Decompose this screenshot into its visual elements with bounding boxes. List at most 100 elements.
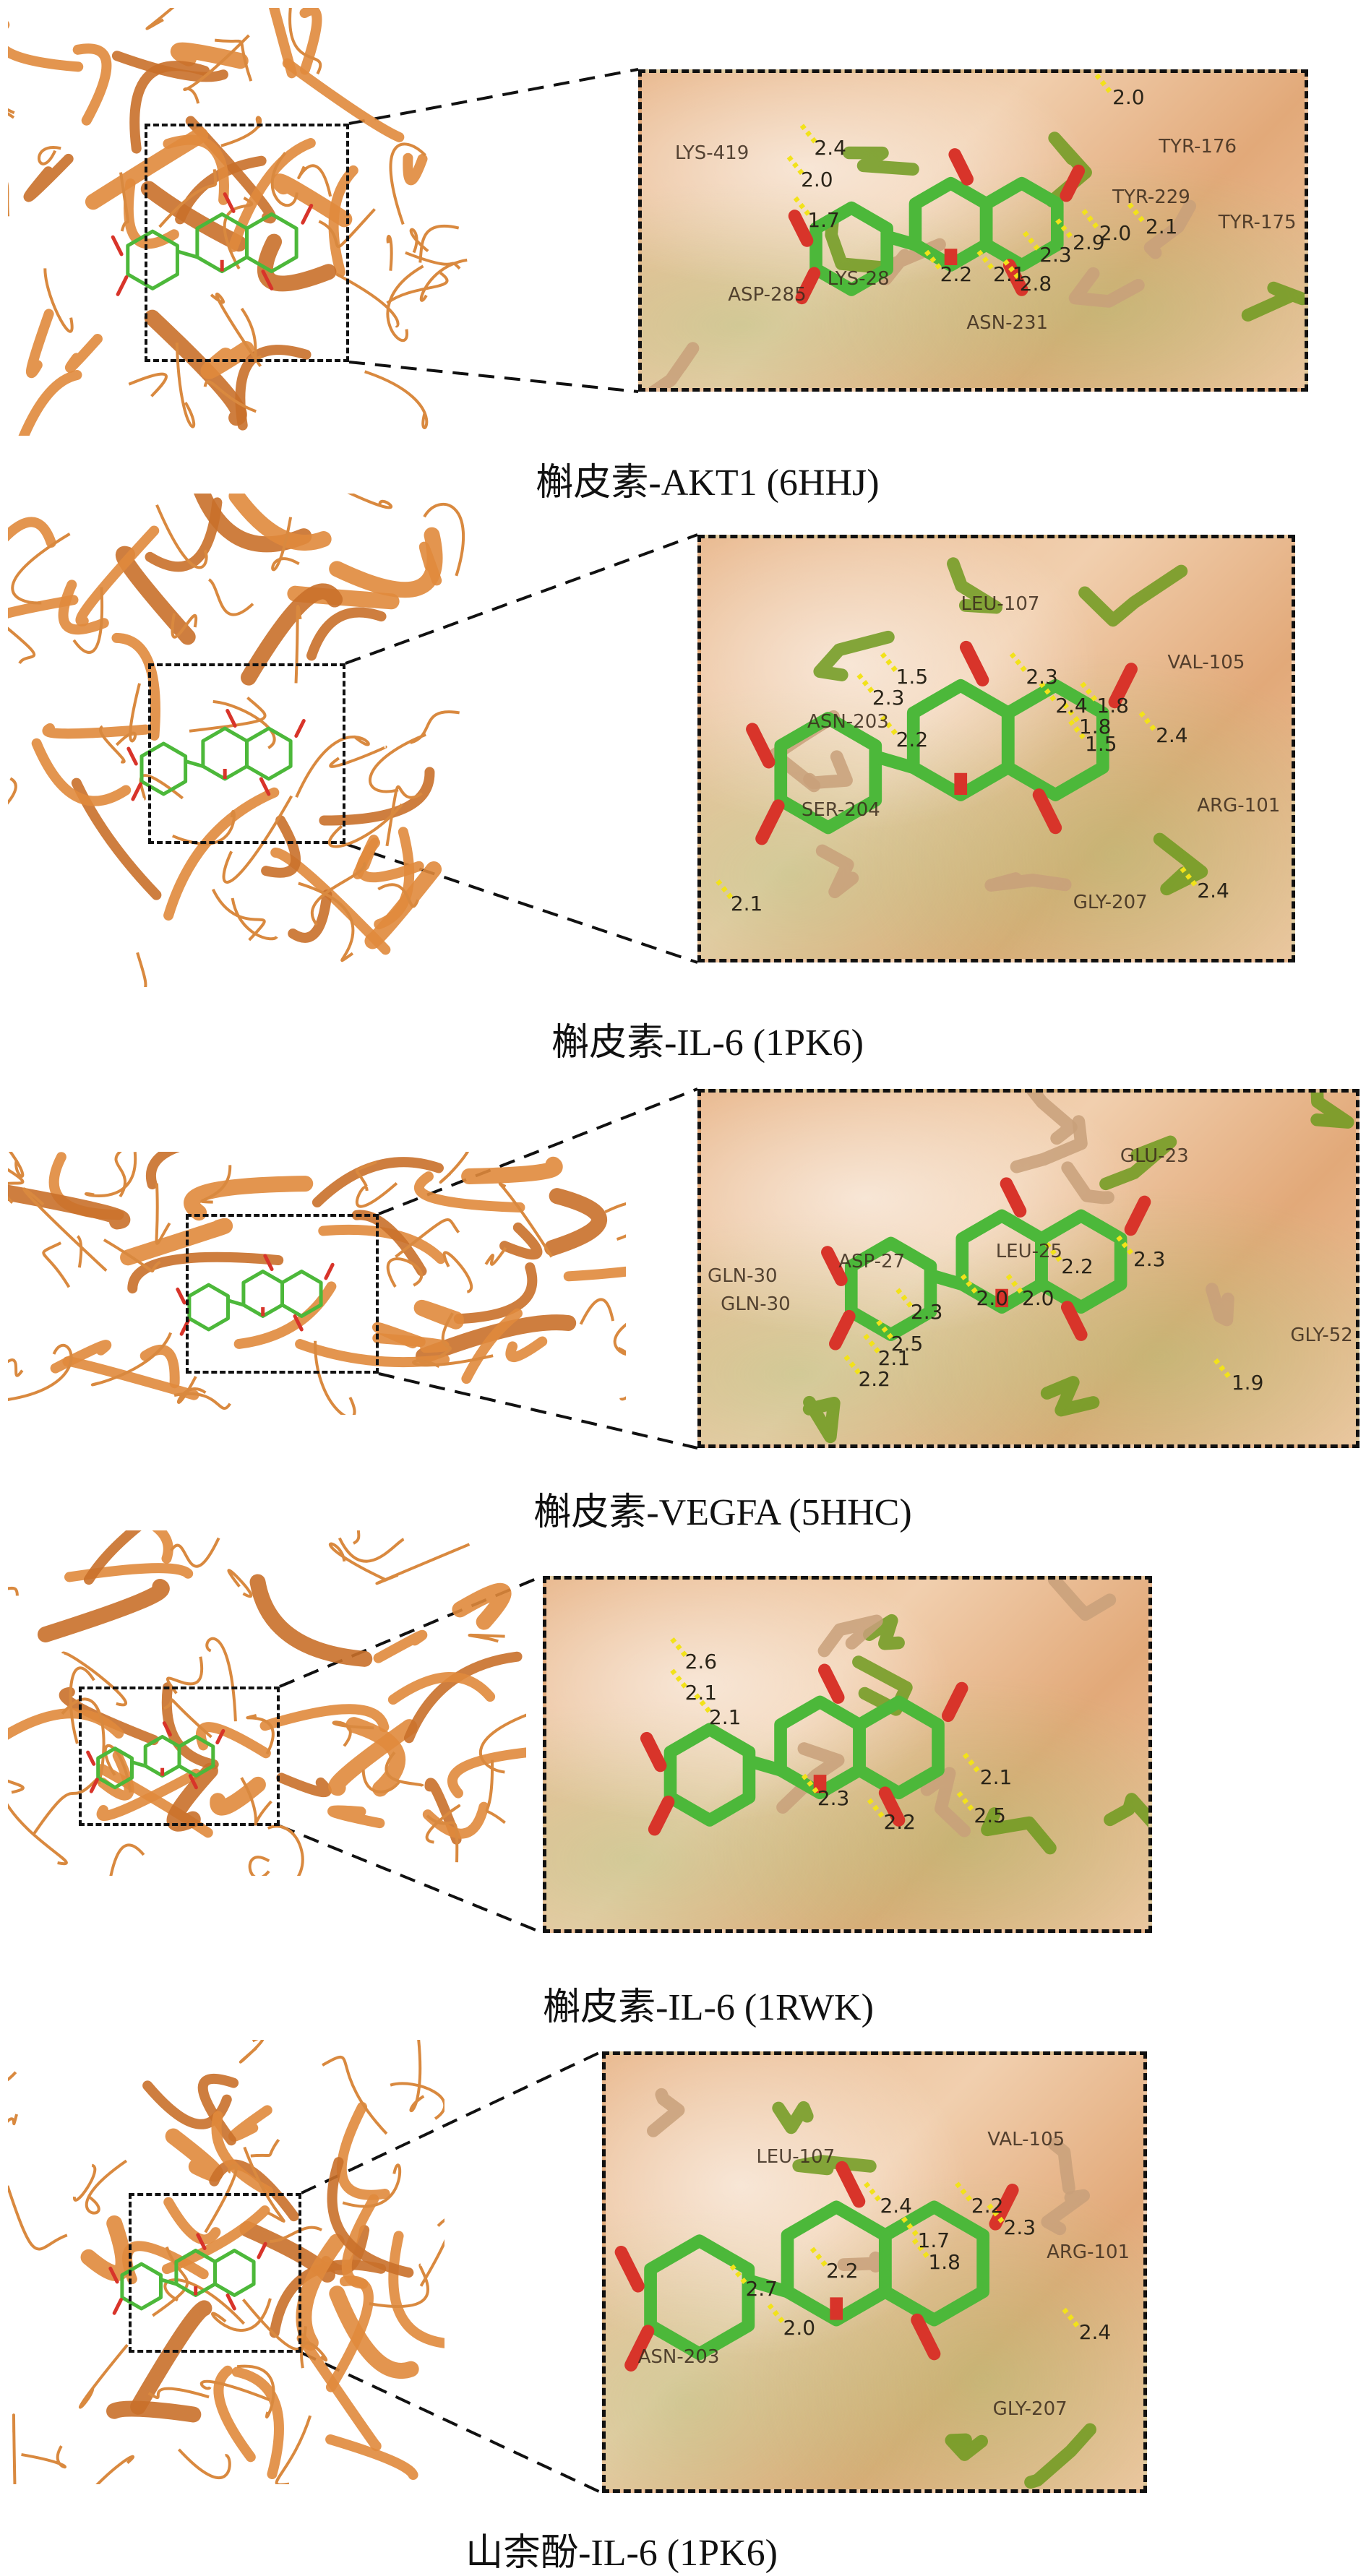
distance-label: 2.0 <box>1099 221 1132 245</box>
residue-sticks <box>951 2440 981 2455</box>
secondary-structure <box>393 2236 444 2344</box>
loop <box>581 1299 614 1324</box>
residue-label: ASN-203 <box>807 711 889 733</box>
distance-label: 1.9 <box>1232 1371 1264 1395</box>
residue-sticks <box>1047 1382 1094 1410</box>
figure-caption: 槲皮素-VEGFA (5HHC) <box>533 1481 911 1535</box>
residue-sticks <box>1075 274 1138 301</box>
residue-label: ARG-101 <box>1047 2241 1130 2263</box>
loop <box>77 1236 81 1267</box>
distance-label: 2.1 <box>1146 215 1178 238</box>
residue-label: TYR-175 <box>1219 212 1297 233</box>
distance-label: 2.3 <box>1133 1247 1166 1271</box>
distance-label: 2.2 <box>971 2194 1004 2218</box>
distance-label: 2.1 <box>980 1765 1013 1789</box>
hydrogen-bond <box>1008 1275 1022 1293</box>
residue-label: LYS-28 <box>828 268 890 290</box>
hydrogen-bond <box>769 2305 783 2323</box>
residue-label: VAL-105 <box>1167 652 1245 673</box>
distance-label: 2.2 <box>858 1367 890 1391</box>
hydrogen-bond <box>965 1754 979 1772</box>
hydrogen-bond <box>865 1335 880 1353</box>
distance-label: 1.7 <box>918 2228 950 2252</box>
loop <box>8 2043 16 2084</box>
residue-label: ASN-231 <box>966 312 1048 334</box>
distance-label: 2.1 <box>685 1681 718 1705</box>
distance-label: 1.5 <box>1085 732 1117 756</box>
hydrogen-bond <box>1096 75 1111 92</box>
hydrogen-bond <box>1083 210 1098 228</box>
loop <box>615 1304 626 1354</box>
residue-sticks <box>653 2095 679 2131</box>
figure-caption: 槲皮素-IL-6 (1RWK) <box>543 1976 874 2030</box>
secondary-structure <box>293 895 327 938</box>
residue-label: VAL-105 <box>987 2129 1065 2150</box>
secondary-structure <box>569 1254 626 1276</box>
distance-label: 2.0 <box>1022 1286 1054 1310</box>
loop <box>251 2140 279 2155</box>
loop <box>605 1202 626 1240</box>
loop <box>12 534 69 603</box>
residue-label: ASP-27 <box>838 1251 905 1272</box>
loop <box>86 1152 135 1196</box>
loop <box>322 494 391 507</box>
secondary-structure <box>452 1752 526 1793</box>
loop <box>209 580 253 615</box>
residue-label: ARG-101 <box>1197 795 1280 817</box>
secondary-structure <box>8 522 51 559</box>
residue-sticks <box>849 152 913 169</box>
secondary-structure <box>89 2223 124 2273</box>
distance-label: 1.8 <box>928 2250 961 2274</box>
loop <box>64 2457 133 2484</box>
residue-sticks <box>1047 2196 1083 2229</box>
loop <box>92 952 145 987</box>
distance-label: 2.4 <box>1197 879 1229 903</box>
residue-sticks <box>778 2108 807 2128</box>
residue-sticks <box>1248 288 1302 316</box>
secondary-structure <box>552 1196 599 1248</box>
distance-label: 2.7 <box>745 2277 778 2301</box>
loop <box>8 97 14 117</box>
loop <box>147 8 220 29</box>
distance-label: 2.2 <box>1061 1254 1094 1278</box>
secondary-structure <box>29 159 69 197</box>
distance-label: 2.2 <box>826 2259 859 2283</box>
distance-label: 2.0 <box>783 2316 816 2340</box>
residue-label: TYR-176 <box>1159 136 1237 158</box>
figure-caption: 山柰酚-IL-6 (1PK6) <box>465 2522 778 2576</box>
residue-sticks <box>809 1403 834 1437</box>
residue-label: ASP-285 <box>728 284 806 306</box>
loop <box>365 371 427 428</box>
residue-label: LEU-107 <box>756 2146 835 2168</box>
loop <box>621 1389 626 1399</box>
residue-label: GLN-30 <box>721 1293 791 1315</box>
residue-label: GLY-52 <box>1290 1324 1352 1346</box>
secondary-structure <box>312 612 382 655</box>
loop <box>330 1544 387 1580</box>
distance-label: 2.0 <box>801 168 833 191</box>
loop <box>8 1540 17 1596</box>
figure-caption: 槲皮素-IL-6 (1PK6) <box>551 1012 864 1066</box>
secondary-structure <box>460 1591 503 1622</box>
loop <box>8 613 34 663</box>
residue-sticks <box>991 879 1065 885</box>
secondary-structure <box>173 2136 215 2174</box>
distance-label: 2.2 <box>940 262 973 286</box>
hydrogen-bond <box>869 1800 883 1817</box>
secondary-structure <box>258 1582 365 1658</box>
secondary-structure <box>31 314 49 373</box>
residue-label: GLU-23 <box>1120 1145 1189 1167</box>
residue-label: TYR-229 <box>1112 186 1190 208</box>
loop <box>353 1530 424 1543</box>
distance-label: 2.8 <box>1020 272 1052 296</box>
binding-site-box <box>186 1214 379 1374</box>
loop <box>387 266 423 340</box>
loop <box>8 2186 67 2249</box>
secondary-structure <box>504 1228 537 1254</box>
loop <box>421 260 467 301</box>
hydrogen-bond <box>1025 233 1039 250</box>
binding-site-box <box>129 2193 301 2353</box>
secondary-structure <box>304 10 317 69</box>
